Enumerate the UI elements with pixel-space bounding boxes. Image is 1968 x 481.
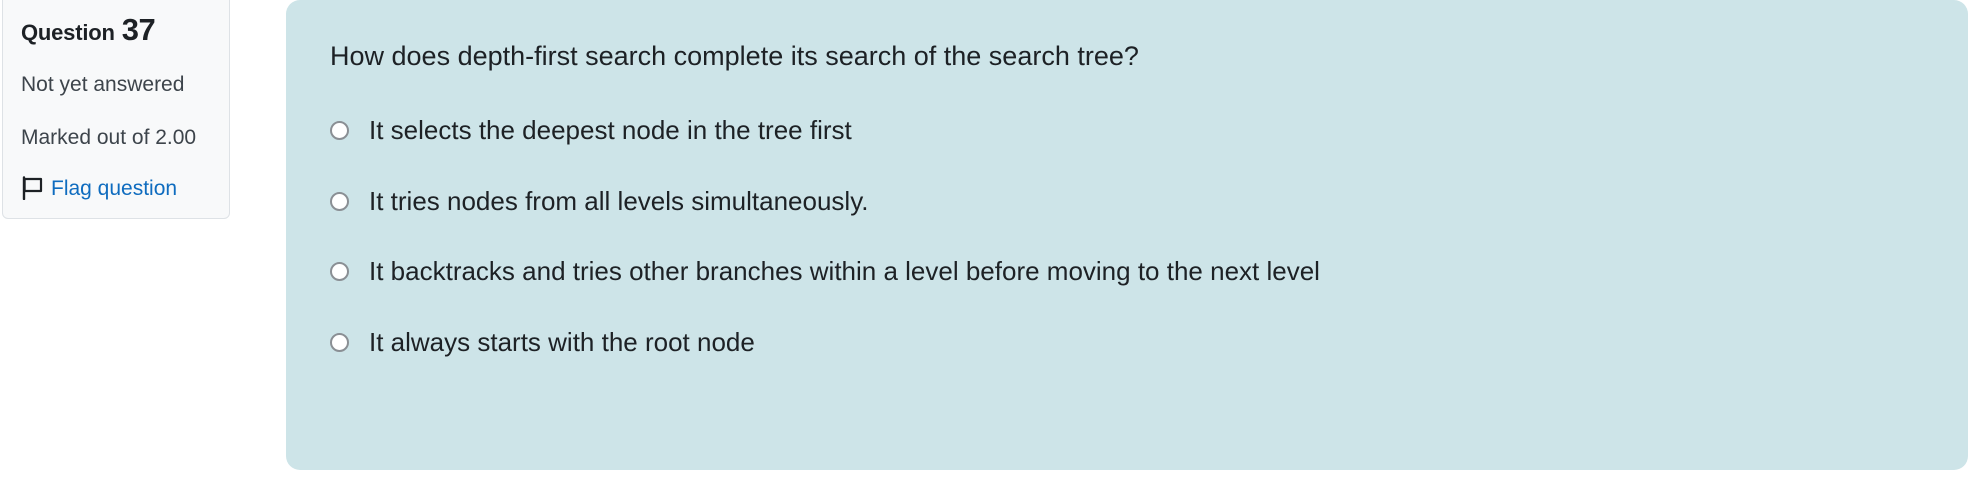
- answer-option-0[interactable]: It selects the deepest node in the tree …: [330, 114, 1924, 147]
- answer-option-label-3: It always starts with the root node: [369, 326, 755, 357]
- question-state-text: Not yet answered: [21, 73, 185, 97]
- radio-button-3[interactable]: [330, 332, 349, 352]
- question-marks-text: Marked out of 2.00: [21, 125, 197, 149]
- answer-option-3[interactable]: It always starts with the root node: [330, 326, 1924, 359]
- question-panel: How does depth-first search complete its…: [286, 0, 1968, 470]
- question-prompt-text: How does depth-first search complete its…: [330, 41, 1139, 71]
- flag-question-button[interactable]: Flag question: [21, 176, 211, 201]
- answer-options-list: It selects the deepest node in the tree …: [330, 114, 1924, 358]
- radio-button-2[interactable]: [330, 262, 349, 282]
- question-number-label: Question: [21, 20, 115, 45]
- radio-button-0[interactable]: [330, 121, 349, 141]
- answer-option-1[interactable]: It tries nodes from all levels simultane…: [330, 185, 1924, 218]
- flag-outline-icon: [21, 176, 44, 201]
- flag-question-label: Flag question: [51, 176, 178, 200]
- radio-button-1[interactable]: [330, 191, 349, 211]
- answer-option-2[interactable]: It backtracks and tries other branches w…: [330, 255, 1924, 288]
- answer-option-label-1: It tries nodes from all levels simultane…: [369, 185, 869, 216]
- question-number-value: 37: [121, 12, 156, 47]
- answer-option-label-2: It backtracks and tries other branches w…: [369, 256, 1320, 287]
- answer-option-label-0: It selects the deepest node in the tree …: [369, 115, 852, 146]
